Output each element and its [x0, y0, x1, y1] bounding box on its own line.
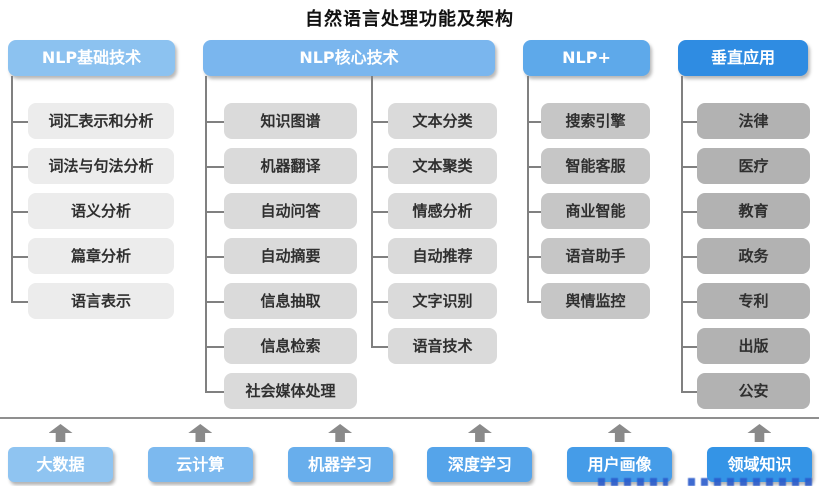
tree-item: 自动问答 [205, 193, 357, 229]
foundation-cell: 深度学习 [427, 424, 533, 482]
up-arrow-icon [467, 424, 492, 442]
separator-line [0, 417, 819, 419]
tree-item: 语音技术 [371, 328, 497, 364]
tree-item: 词法与句法分析 [11, 148, 174, 184]
up-arrow-icon [188, 424, 213, 442]
connector-line [681, 76, 683, 391]
tree-item: 语言表示 [11, 283, 174, 319]
foundation-cell: 大数据 [8, 424, 113, 482]
foundation-box: 用户画像 [567, 447, 673, 482]
tree-item: 教育 [681, 193, 810, 229]
connector-line [527, 76, 529, 301]
tree-item: 语音助手 [527, 238, 650, 274]
tree-item: 政务 [681, 238, 810, 274]
tree-item: 机器翻译 [205, 148, 357, 184]
tree-item: 商业智能 [527, 193, 650, 229]
tree-item: 社会媒体处理 [205, 373, 357, 409]
foundation-box: 云计算 [147, 447, 253, 482]
foundation-cell: 领域知识 [706, 424, 812, 482]
connector-line [11, 76, 13, 301]
foundation-cell: 云计算 [147, 424, 253, 482]
foundation-box: 大数据 [8, 447, 113, 482]
tree-item: 情感分析 [371, 193, 497, 229]
tree-item: 词汇表示和分析 [11, 103, 174, 139]
tree-item: 出版 [681, 328, 810, 364]
items-vertical-apps: 法律医疗教育政务专利出版公安 [681, 103, 810, 418]
column-header-nlp-core: NLP核心技术 [203, 40, 495, 76]
up-arrow-icon [607, 424, 632, 442]
foundation-row: 大数据 云计算 机器学习 深度学习 用户画像 [8, 424, 812, 482]
up-arrow-icon [48, 424, 73, 442]
tree-item: 文本分类 [371, 103, 497, 139]
column-header-vertical-apps: 垂直应用 [678, 40, 808, 76]
foundation-cell: 用户画像 [567, 424, 673, 482]
tree-item: 自动推荐 [371, 238, 497, 274]
items-nlp-core-left: 知识图谱机器翻译自动问答自动摘要信息抽取信息检索社会媒体处理 [205, 103, 357, 418]
tree-item: 自动摘要 [205, 238, 357, 274]
up-arrow-icon [328, 424, 353, 442]
up-arrow-icon [747, 424, 772, 442]
items-nlp-basic: 词汇表示和分析词法与句法分析语义分析篇章分析语言表示 [11, 103, 174, 328]
tree-item: 文字识别 [371, 283, 497, 319]
tree-item: 文本聚类 [371, 148, 497, 184]
watermark-fragment [688, 478, 812, 486]
diagram-title: 自然语言处理功能及架构 [305, 9, 514, 30]
foundation-box: 领域知识 [706, 447, 812, 482]
tree-item: 医疗 [681, 148, 810, 184]
tree-item: 专利 [681, 283, 810, 319]
tree-item: 信息检索 [205, 328, 357, 364]
connector-line [205, 76, 207, 391]
tree-item: 舆情监控 [527, 283, 650, 319]
column-header-nlp-plus: NLP+ [523, 40, 650, 76]
foundation-box: 深度学习 [427, 447, 533, 482]
column-header-nlp-basic: NLP基础技术 [8, 40, 175, 76]
tree-item: 搜索引擎 [527, 103, 650, 139]
foundation-cell: 机器学习 [287, 424, 393, 482]
tree-item: 法律 [681, 103, 810, 139]
foundation-box: 机器学习 [287, 447, 393, 482]
items-nlp-plus: 搜索引擎智能客服商业智能语音助手舆情监控 [527, 103, 650, 328]
tree-item: 智能客服 [527, 148, 650, 184]
tree-item: 语义分析 [11, 193, 174, 229]
tree-item: 公安 [681, 373, 810, 409]
tree-item: 篇章分析 [11, 238, 174, 274]
watermark-fragment [598, 478, 668, 486]
tree-item: 信息抽取 [205, 283, 357, 319]
tree-item: 知识图谱 [205, 103, 357, 139]
items-nlp-core-right: 文本分类文本聚类情感分析自动推荐文字识别语音技术 [371, 103, 497, 373]
